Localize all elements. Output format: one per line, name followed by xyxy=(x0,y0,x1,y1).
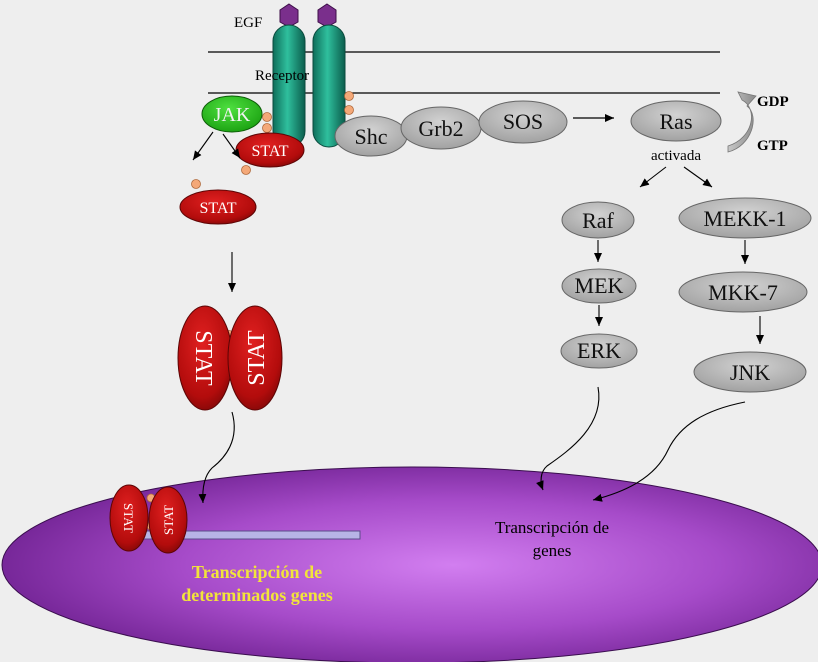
transcription-left-line1: Transcripción de xyxy=(192,562,322,582)
stat-dna-label-left: STAT xyxy=(121,503,136,533)
stat-dimer-label-left: STAT xyxy=(190,330,216,386)
nucleus xyxy=(1,466,818,662)
mkk7-label: MKK-7 xyxy=(708,280,778,305)
stat-dimer: STAT STAT xyxy=(177,305,283,411)
jak-protein xyxy=(201,95,263,133)
arrow-dimer-to-dna xyxy=(198,411,235,504)
gdp-gtp-exchange-arrow xyxy=(727,91,757,153)
stat-dimer-label-right: STAT xyxy=(244,330,270,386)
arrow-jak-to-stat-left xyxy=(192,131,214,161)
jak-label: JAK xyxy=(214,104,251,126)
stat-dimer-on-dna: STAT STAT xyxy=(109,484,188,554)
mkk7-protein xyxy=(678,271,808,313)
sos-label: SOS xyxy=(503,109,543,134)
arrow-jak-to-stat-right xyxy=(222,133,241,159)
stat-label-receptor: STAT xyxy=(252,143,289,160)
transcription-right-line1: Transcripción de xyxy=(495,518,609,537)
jnk-protein xyxy=(693,351,807,393)
activada-label: activada xyxy=(651,148,701,164)
arrow-jnk-to-nucleus xyxy=(592,401,746,502)
mekk1-protein xyxy=(678,197,812,239)
gdp-label: GDP xyxy=(757,94,789,110)
sos-protein xyxy=(478,100,568,144)
transcription-left-line2: determinados genes xyxy=(181,585,333,605)
erk-label: ERK xyxy=(577,338,621,363)
stat-free xyxy=(179,189,257,225)
jnk-label: JNK xyxy=(730,360,770,385)
receptor xyxy=(272,24,346,148)
raf-label: Raf xyxy=(582,208,614,233)
mekk1-label: MEKK-1 xyxy=(703,206,786,231)
shc-label: Shc xyxy=(355,124,388,149)
stat-label-free: STAT xyxy=(200,200,237,217)
ras-label: Ras xyxy=(660,109,693,134)
arrow-erk-to-nucleus xyxy=(536,386,600,491)
gtp-label: GTP xyxy=(757,138,788,154)
grb2-label: Grb2 xyxy=(418,116,463,141)
arrow-ras-to-mekk1 xyxy=(683,166,713,188)
ras-protein xyxy=(630,100,722,142)
raf-protein xyxy=(561,201,635,239)
receptor-label: Receptor xyxy=(255,68,309,84)
egf-ligand xyxy=(279,3,337,28)
mek-label: MEK xyxy=(575,273,624,298)
stat-dna-label-right: STAT xyxy=(161,505,176,535)
arrow-ras-to-raf xyxy=(639,166,667,188)
transcription-right-line2: genes xyxy=(533,541,572,560)
erk-protein xyxy=(560,333,638,369)
egf-label: EGF xyxy=(234,15,262,31)
mek-protein xyxy=(561,268,637,304)
